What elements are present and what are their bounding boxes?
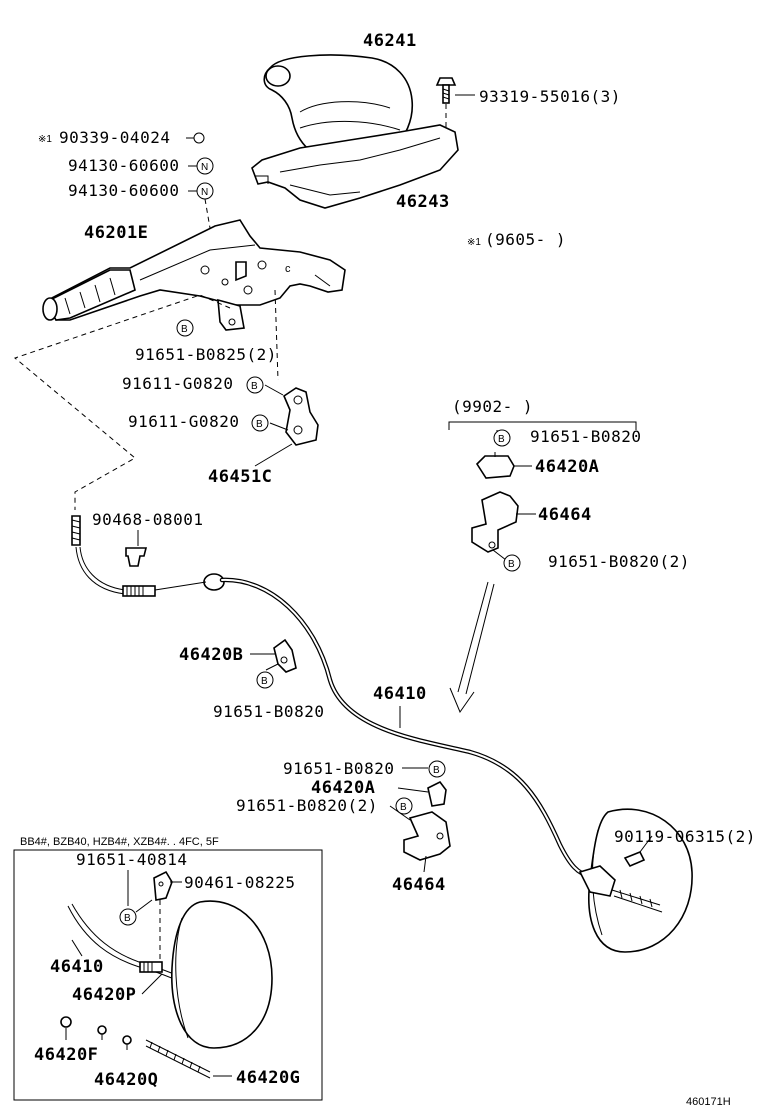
bolt-markers: B B B B B B B B B N N (119, 162, 521, 926)
label-46420B: 46420B (179, 645, 243, 665)
note-mark: ※1 (38, 134, 52, 145)
clip-90468 (125, 530, 148, 567)
bolt-marker: B (433, 765, 440, 776)
bolt-marker: B (124, 913, 131, 924)
bolt-marker: B (498, 434, 505, 445)
bolt-marker: B (508, 559, 515, 570)
label-46451C: 46451C (208, 467, 272, 487)
brake-cable-46410 (71, 515, 593, 879)
label-94130-b: 94130-60600 (68, 181, 179, 200)
label-91611-a: 91611-G0820 (122, 374, 233, 393)
routing-line-left (13, 294, 231, 510)
label-93319: 93319-55016(3) (479, 87, 621, 106)
bolt-marker: B (256, 419, 263, 430)
label-46420A-m: 46420A (311, 778, 375, 798)
label-91651-b0820-l: 91651-B0820 (213, 702, 324, 721)
label-46241: 46241 (363, 31, 417, 51)
parking-brake-lever-46201E: c (42, 219, 346, 331)
label-91651-b0820-2-m: 91651-B0820(2) (236, 796, 378, 815)
note-mark: ※1 (467, 237, 481, 248)
label-91651-b0820-r1: 91651-B0820 (530, 427, 641, 446)
label-90468: 90468-08001 (92, 510, 203, 529)
label-90339: 90339-04024 (59, 128, 170, 147)
label-46464-r: 46464 (538, 505, 592, 525)
inset-header: BB4#, BZB40, HZB4#, XZB4#. . 4FC, 5F (20, 836, 219, 848)
label-46420A-r: 46420A (535, 457, 599, 477)
label-46243: 46243 (396, 192, 450, 212)
label-91611-b: 91611-G0820 (128, 412, 239, 431)
svg-text:c: c (285, 263, 291, 275)
bolt-marker: B (251, 381, 258, 392)
console-cover-46243 (251, 124, 459, 209)
label-46420G: 46420G (236, 1068, 300, 1088)
note-9605: (9605- ) (485, 230, 566, 249)
backing-plate-right (578, 808, 693, 953)
label-46201E: 46201E (84, 223, 148, 243)
label-46420P: 46420P (72, 985, 136, 1005)
label-91651-40814: 91651-40814 (76, 850, 187, 869)
label-94130-a: 94130-60600 (68, 156, 179, 175)
diagram-id: 460171H (686, 1096, 731, 1108)
bracket-group-9902 (448, 421, 637, 714)
bolt-marker: B (181, 324, 188, 335)
label-46420Q: 46420Q (94, 1070, 158, 1090)
label-90461: 90461-08225 (184, 873, 295, 892)
part-labels: 46241 93319-55016(3) 46243 ※1 90339-0402… (38, 31, 756, 895)
label-91651-b0820-m: 91651-B0820 (283, 759, 394, 778)
inset-box (13, 849, 323, 1101)
inset-labels: BB4#, BZB40, HZB4#, XZB4#. . 4FC, 5F 916… (20, 836, 300, 1090)
clip-46420B (250, 638, 297, 673)
bolt-marker: B (400, 802, 407, 813)
bracket-46451C (254, 289, 319, 467)
screw-93319 (435, 77, 475, 130)
note-9902: (9902- ) (452, 397, 533, 416)
label-91651-b0825: 91651-B0825(2) (135, 345, 277, 364)
label-46420F: 46420F (34, 1045, 98, 1065)
label-inset-46410: 46410 (50, 957, 104, 977)
label-46464-m: 46464 (392, 875, 446, 895)
nut-marker: N (201, 162, 208, 173)
label-46410: 46410 (373, 684, 427, 704)
nut-marker: N (201, 187, 208, 198)
bracket-46464-center (389, 767, 451, 873)
nut-stack (186, 132, 214, 229)
label-90119: 90119-06315(2) (614, 827, 756, 846)
bolt-marker: B (261, 676, 268, 687)
label-91651-b0820-2-r: 91651-B0820(2) (548, 552, 690, 571)
